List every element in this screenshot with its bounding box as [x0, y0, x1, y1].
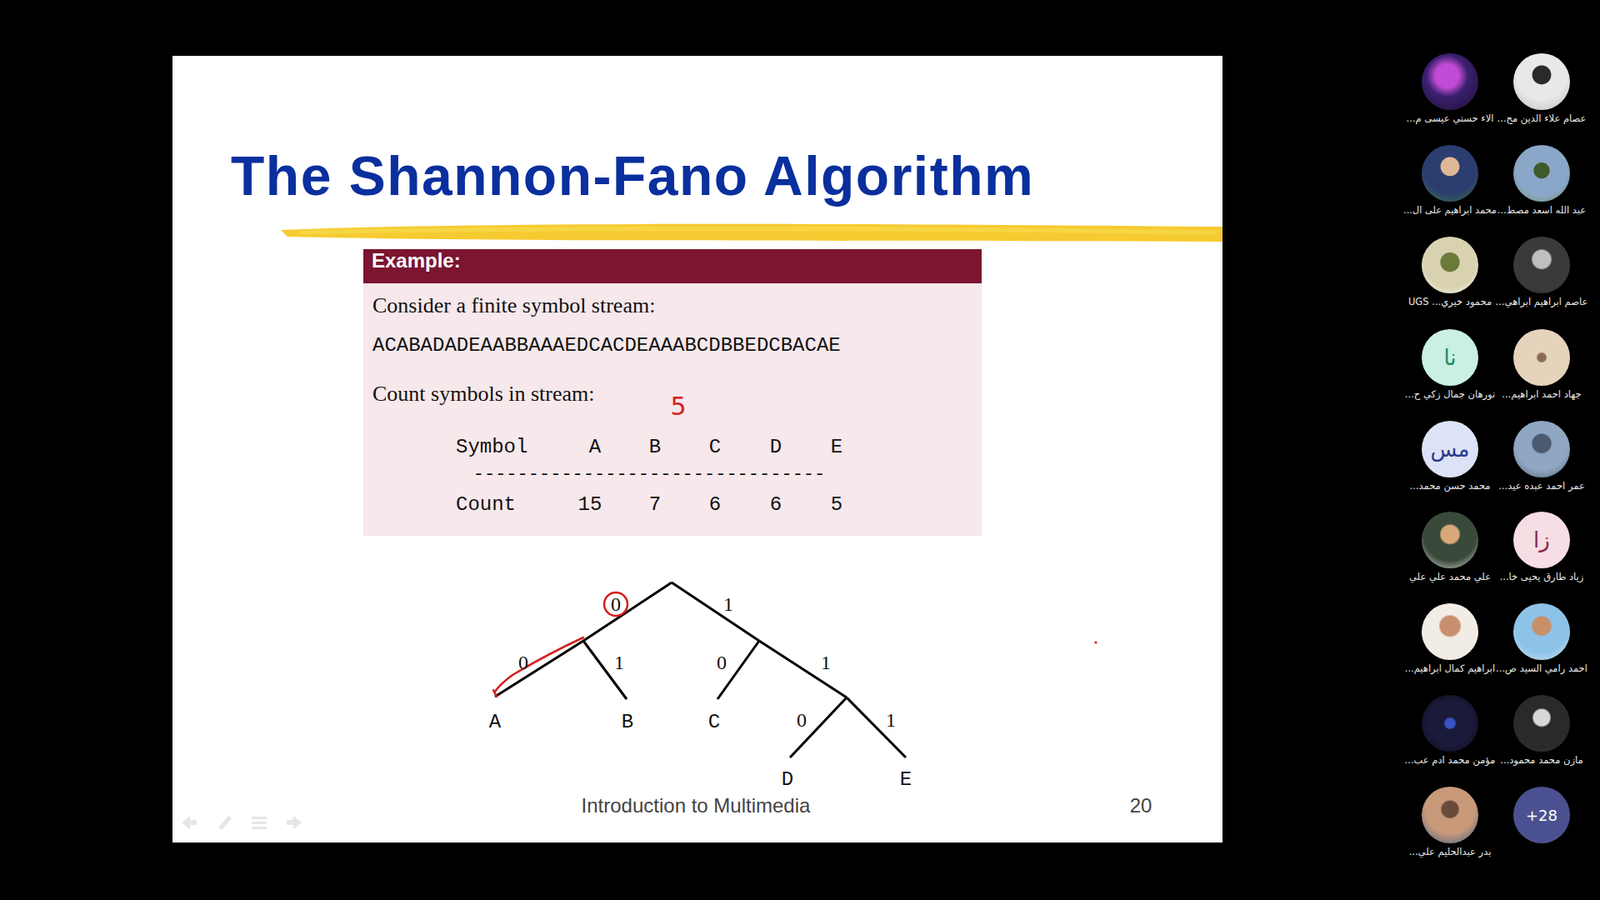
participant-tile: الاء حسني عيسى م...: [1400, 53, 1500, 130]
footer-text: 20: [1130, 794, 1153, 818]
participant-name: محمود خيري... UGS: [1408, 295, 1492, 308]
participant-tile: مازن محمد محمود...: [1491, 695, 1592, 772]
participant-name: علي محمد علي علي: [1409, 570, 1491, 583]
participant-tile: زا زياد طارق يحيى خا...: [1491, 511, 1592, 589]
participant-tile: نا نورهان جمال زكي ح...: [1400, 329, 1500, 406]
participant-name: مؤمن محمد ادم عب...: [1405, 754, 1496, 766]
participant-name: جهاد احمد ابراهيم...: [1501, 388, 1581, 400]
participant-name: بدر عبدالحليم علي...: [1409, 845, 1492, 858]
nav-icons: [181, 815, 302, 830]
bit-label: 0: [518, 651, 529, 675]
table-header: Count: [455, 493, 516, 516]
leaf-label: D: [781, 768, 794, 791]
example-text: Count symbols in stream:: [372, 381, 595, 407]
participant-name: عاصم ابراهيم ابراهي...: [1495, 295, 1589, 308]
table-cell: B: [649, 435, 661, 459]
table-cell: 5: [830, 493, 843, 516]
example-text: ACABADADEAABBAAAEDCACDEAAABCDBBEDCBACAE: [372, 334, 841, 357]
avatar-circle: [1421, 53, 1479, 110]
example-text: Consider a finite symbol stream:: [372, 293, 655, 319]
avatar-circle: [1513, 329, 1570, 386]
table-rule: --------------------------------: [473, 464, 825, 485]
handwritten-note: 5: [670, 391, 686, 421]
tree-lines: [495, 582, 906, 758]
avatar-initials: مس: [1430, 436, 1470, 462]
table-cell: 15: [578, 493, 603, 516]
participant-tile: عصام علاء الدين مح...: [1491, 53, 1592, 130]
avatar-circle: [1513, 145, 1570, 202]
leaf-label: E: [900, 768, 912, 791]
avatar-circle: [1513, 695, 1570, 752]
avatar-circle: مس: [1421, 420, 1479, 478]
avatar-circle: [1421, 603, 1479, 660]
participant-name: مازن محمد محمود...: [1500, 754, 1584, 766]
table-cell: E: [830, 435, 843, 459]
participant-tile: عاصم ابراهيم ابراهي...: [1491, 236, 1592, 314]
example-heading: Example:: [363, 249, 982, 284]
participant-name: نورهان جمال زكي ح...: [1405, 388, 1495, 400]
avatar-circle: [1421, 786, 1479, 844]
bit-label: 1: [723, 593, 734, 616]
bit-label: 0: [716, 651, 727, 675]
participant-tile: ابراهيم كمال ابراهيم...: [1400, 603, 1500, 680]
participant-tile: مس محمد حسن محمد...: [1400, 420, 1500, 498]
participant-tile: محمد ابراهيم على ال...: [1400, 145, 1500, 222]
avatar-circle: [1513, 236, 1570, 294]
avatar-circle: [1513, 603, 1570, 660]
participant-name: عبد الله اسعد مصط...: [1497, 204, 1586, 216]
avatar-circle: نا: [1421, 329, 1479, 386]
slide-title: The Shannon-Fano Algorithm: [230, 144, 1035, 208]
participant-name: زياد طارق يحيى خا...: [1500, 570, 1585, 583]
footer-text: Introduction to Multimedia: [581, 794, 811, 818]
participant-name: محمد حسن محمد...: [1410, 480, 1491, 492]
red-dot: [1094, 640, 1097, 644]
bit-label: 0: [610, 593, 621, 616]
bit-label: 1: [885, 709, 896, 732]
avatar-circle: [1421, 145, 1479, 202]
avatar-circle: [1421, 695, 1479, 752]
participant-name: عصام علاء الدين مح...: [1497, 112, 1587, 125]
avatar-initials: نا: [1443, 345, 1456, 370]
participant-tile: محمود خيري... UGS: [1400, 236, 1500, 314]
participant-name: ابراهيم كمال ابراهيم...: [1405, 662, 1496, 675]
avatar-circle: +28: [1513, 786, 1570, 844]
participant-tile: عمر احمد عبده عيد...: [1491, 420, 1592, 498]
leaf-label: A: [489, 710, 501, 734]
highlight-stroke: [280, 224, 1223, 242]
avatar-initials: +28: [1525, 806, 1558, 825]
leaf-label: B: [621, 710, 634, 734]
participant-name: الاء حسني عيسى م...: [1406, 112, 1495, 125]
bit-label: 1: [820, 651, 831, 675]
participant-tile: +28: [1491, 786, 1592, 864]
participant-tile: مؤمن محمد ادم عب...: [1400, 695, 1500, 772]
avatar-circle: [1513, 53, 1570, 110]
participant-tile: علي محمد علي علي: [1400, 511, 1500, 589]
participant-name: عمر احمد عبده عيد...: [1498, 480, 1585, 492]
participant-tile: جهاد احمد ابراهيم...: [1491, 329, 1592, 406]
avatar-circle: [1513, 420, 1570, 478]
participant-tile: عبد الله اسعد مصط...: [1491, 145, 1592, 222]
avatar-circle: [1421, 511, 1479, 569]
bit-label: 0: [796, 709, 807, 732]
bit-label: 1: [614, 651, 625, 675]
table-cell: C: [709, 435, 721, 459]
table-cell: 7: [649, 493, 661, 516]
participant-tile: احمد رامي السيد ص...: [1491, 603, 1592, 680]
avatar-initials: زا: [1533, 527, 1550, 553]
table-cell: A: [589, 435, 601, 459]
table-cell: D: [770, 435, 782, 459]
leaf-label: C: [708, 710, 720, 734]
participant-name: محمد ابراهيم على ال...: [1403, 204, 1497, 216]
highlight-stroke: [300, 228, 1217, 233]
table-cell: 6: [770, 493, 782, 516]
participant-tile: بدر عبدالحليم علي...: [1400, 786, 1500, 864]
table-cell: 6: [709, 493, 721, 516]
avatar-circle: [1421, 236, 1479, 294]
avatar-circle: زا: [1513, 511, 1570, 569]
table-header: Symbol: [455, 435, 528, 459]
participant-name: احمد رامي السيد ص...: [1495, 662, 1588, 675]
